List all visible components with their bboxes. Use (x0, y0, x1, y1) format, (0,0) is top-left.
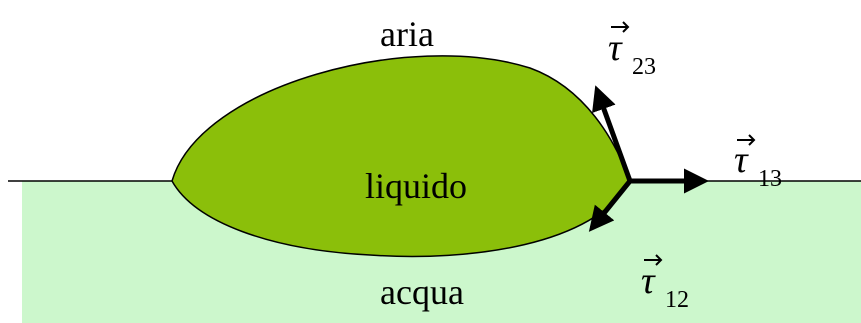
svg-text:τ: τ (641, 260, 656, 302)
svg-text:τ: τ (608, 27, 623, 69)
tau12-arrow (588, 179, 632, 232)
tau23-arrow (592, 85, 633, 182)
tau23-label: τ 23 (608, 21, 656, 80)
tau12-label: τ 12 (641, 254, 689, 313)
vector-arrow-icon (611, 21, 630, 33)
svg-text:13: 13 (758, 166, 782, 192)
liquid-drop (171, 55, 631, 258)
tau13-label: τ 13 (734, 134, 782, 192)
water-label: acqua (380, 272, 464, 312)
svg-text:12: 12 (665, 287, 689, 313)
vector-arrow-icon (737, 134, 756, 146)
air-label: aria (380, 14, 434, 54)
vector-arrow-icon (644, 254, 663, 266)
svg-text:23: 23 (632, 54, 656, 80)
svg-text:τ: τ (734, 139, 749, 181)
liquid-label: liquido (365, 166, 467, 206)
